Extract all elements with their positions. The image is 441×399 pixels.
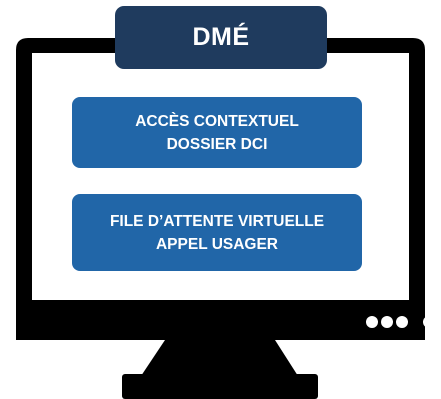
block-line: ACCÈS CONTEXTUEL (135, 112, 299, 130)
monitor-base (122, 374, 318, 399)
monitor-stand (141, 340, 298, 376)
block-file-attente: FILE D’ATTENTE VIRTUELLE APPEL USAGER (72, 194, 362, 271)
indicator-dot (381, 316, 393, 328)
block-line: DOSSIER DCI (166, 135, 268, 153)
block-line: APPEL USAGER (155, 235, 279, 253)
indicator-dot (396, 316, 408, 328)
power-indicator (423, 316, 435, 328)
indicator-dots (366, 315, 435, 329)
block-line: FILE D’ATTENTE VIRTUELLE (109, 212, 325, 230)
screen-title: DMÉ (192, 23, 250, 51)
title-tab: DMÉ (115, 6, 327, 69)
monitor-frame (16, 38, 425, 340)
block-acces-contextuel: ACCÈS CONTEXTUEL DOSSIER DCI (72, 97, 362, 168)
indicator-dot (366, 316, 378, 328)
